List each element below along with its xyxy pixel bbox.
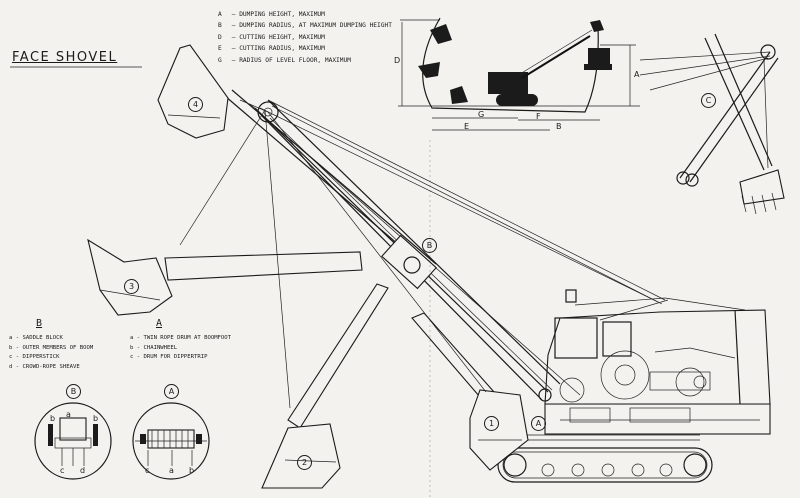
- drawing-title: FACE SHOVEL: [12, 50, 118, 65]
- callout-c: C: [701, 93, 716, 108]
- detail-b-label-a: a: [66, 410, 71, 419]
- legend-row-e: E — CUTTING RADIUS, MAXIMUM: [218, 45, 325, 53]
- dim-letter-e: E: [464, 122, 470, 131]
- position-2-marker: 2: [297, 455, 312, 470]
- dipperstick-detail-inset: [639, 33, 785, 215]
- legend-a-item: b - CHAINWHEEL: [130, 344, 178, 351]
- detail-a-label-a: a: [169, 466, 174, 475]
- legend-row-b: B — DUMPING RADIUS, AT MAXIMUM DUMPING H…: [218, 22, 392, 30]
- dimension-legend: A — DUMPING HEIGHT, MAXIMUM B — DUMPING …: [218, 9, 392, 66]
- detail-a-callout: A: [164, 384, 179, 399]
- detail-a-label-b: b: [189, 466, 195, 475]
- shovel-machine: [87, 44, 771, 489]
- detail-b-label-d: d: [80, 466, 86, 475]
- detail-b-label-b-left: b: [50, 414, 56, 423]
- legend-b-item: c - DIPPERSTICK: [9, 354, 60, 361]
- gantry-ropes: [574, 297, 746, 321]
- position-4-marker: 4: [188, 97, 203, 112]
- dim-letter-f: F: [536, 112, 541, 121]
- dim-letter-d: D: [394, 56, 401, 65]
- legend-b-item: d - CROWD-ROPE SHEAVE: [9, 363, 80, 370]
- dim-letter-a: A: [634, 70, 640, 79]
- legend-a-heading: A: [156, 318, 163, 329]
- legend-b-heading: B: [36, 318, 43, 329]
- legend-a-list: a - TWIN ROPE DRUM AT BOOMFOOT b - CHAIN…: [130, 334, 231, 363]
- detail-a-label-c: c: [145, 466, 150, 475]
- detail-a-circle: [132, 402, 210, 480]
- position-3-marker: 3: [124, 279, 139, 294]
- legend-b-list: a - SADDLE BLOCK b - OUTER MEMBERS OF BO…: [9, 334, 93, 372]
- legend-row-g: G — RADIUS OF LEVEL FLOOR, MAXIMUM: [218, 56, 351, 64]
- position-1-marker: 1: [484, 416, 499, 431]
- detail-b-callout: B: [66, 384, 81, 399]
- working-range-inset: [398, 17, 640, 131]
- detail-b-label-c: c: [60, 466, 65, 475]
- callout-a: A: [531, 416, 546, 431]
- dim-letter-b: B: [556, 122, 562, 131]
- revolving-frame: [544, 289, 771, 435]
- legend-row-a: A — DUMPING HEIGHT, MAXIMUM: [218, 11, 325, 18]
- legend-a-item: a - TWIN ROPE DRUM AT BOOMFOOT: [130, 335, 232, 341]
- legend-b-item: a - SADDLE BLOCK: [9, 335, 63, 341]
- legend-b-item: b - OUTER MEMBERS OF BOOM: [9, 344, 94, 351]
- detail-b-label-b-right: b: [93, 414, 99, 423]
- legend-row-d: D — CUTTING HEIGHT, MAXIMUM: [218, 33, 325, 41]
- dim-letter-g: G: [478, 110, 485, 119]
- detail-b-circle: [34, 402, 112, 480]
- legend-a-item: c - DRUM FOR DIPPERTRIP: [130, 354, 208, 361]
- crawler-track: [497, 434, 713, 483]
- dippers: [87, 44, 529, 489]
- dipper-sticks: [164, 89, 511, 429]
- hoist-ropes: [179, 99, 487, 409]
- callout-b: B: [422, 238, 437, 253]
